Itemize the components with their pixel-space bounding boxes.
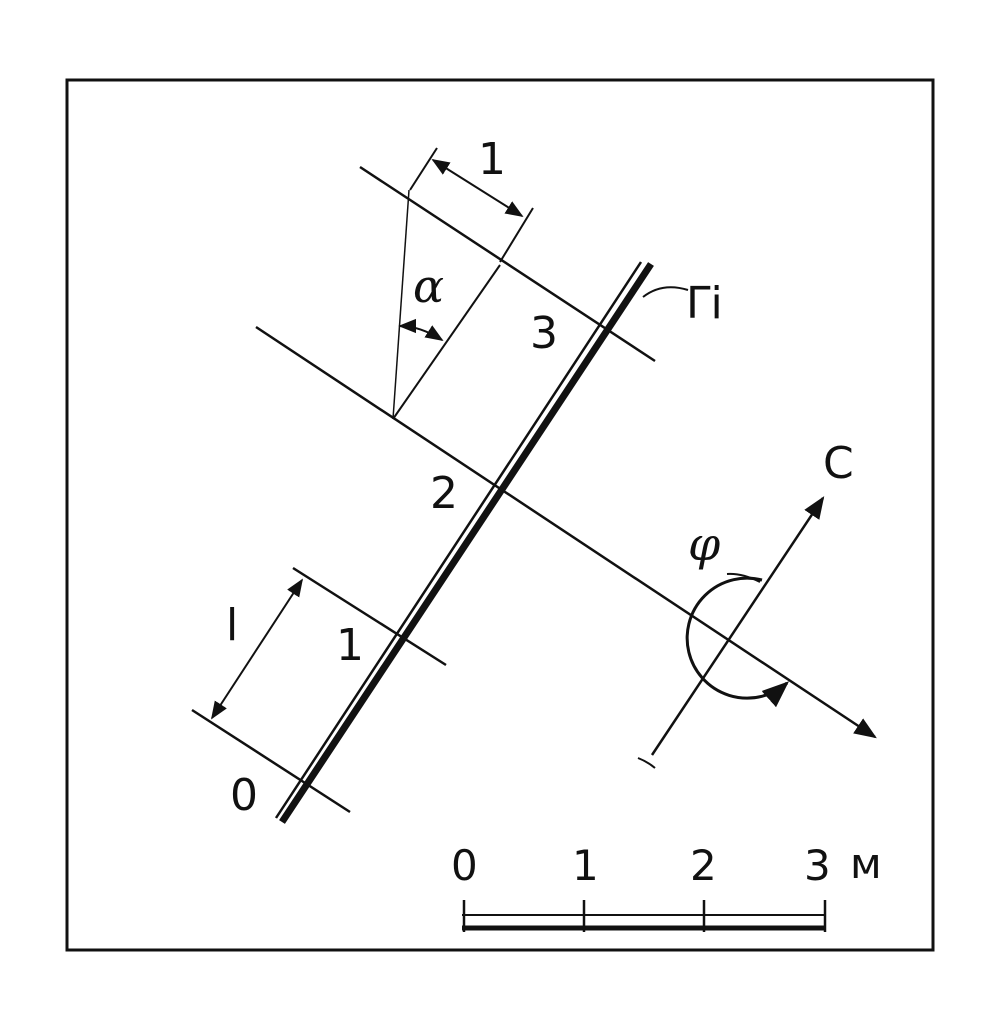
label-line-0: 0 (230, 770, 258, 821)
dimension-top (409, 147, 534, 263)
label-line-2: 2 (430, 468, 458, 519)
alpha-arc (398, 318, 444, 341)
scale-tick-0: 0 (451, 841, 478, 890)
perpendicular-line (392, 264, 501, 420)
scale-unit: м (850, 839, 882, 888)
label-phi: φ (688, 517, 721, 571)
vertical-reference-line (392, 189, 410, 420)
cross-line-0 (191, 708, 351, 814)
wall-line (274, 261, 654, 824)
phi-arc (685, 576, 790, 708)
frame-border (65, 78, 935, 952)
vector-c-tail (637, 757, 656, 769)
label-line-3: 3 (530, 308, 558, 359)
label-dim-top: 1 (478, 134, 506, 185)
scale-tick-3: 3 (804, 841, 831, 890)
cross-line-3 (359, 165, 656, 363)
scale-bar (462, 900, 827, 932)
wall-leader (642, 286, 689, 298)
cross-line-2 (255, 325, 877, 739)
label-wall: Γi (686, 278, 723, 329)
dimension-left (211, 578, 303, 720)
scale-tick-1: 1 (572, 841, 599, 890)
label-vector: C (823, 438, 854, 489)
vector-c-line (650, 496, 825, 756)
label-dim-left: l (226, 600, 238, 651)
scale-tick-2: 2 (690, 841, 717, 890)
label-alpha: α (413, 259, 444, 313)
cross-line-1 (292, 566, 447, 667)
phi-tick (726, 572, 761, 583)
label-line-1: 1 (336, 620, 364, 671)
